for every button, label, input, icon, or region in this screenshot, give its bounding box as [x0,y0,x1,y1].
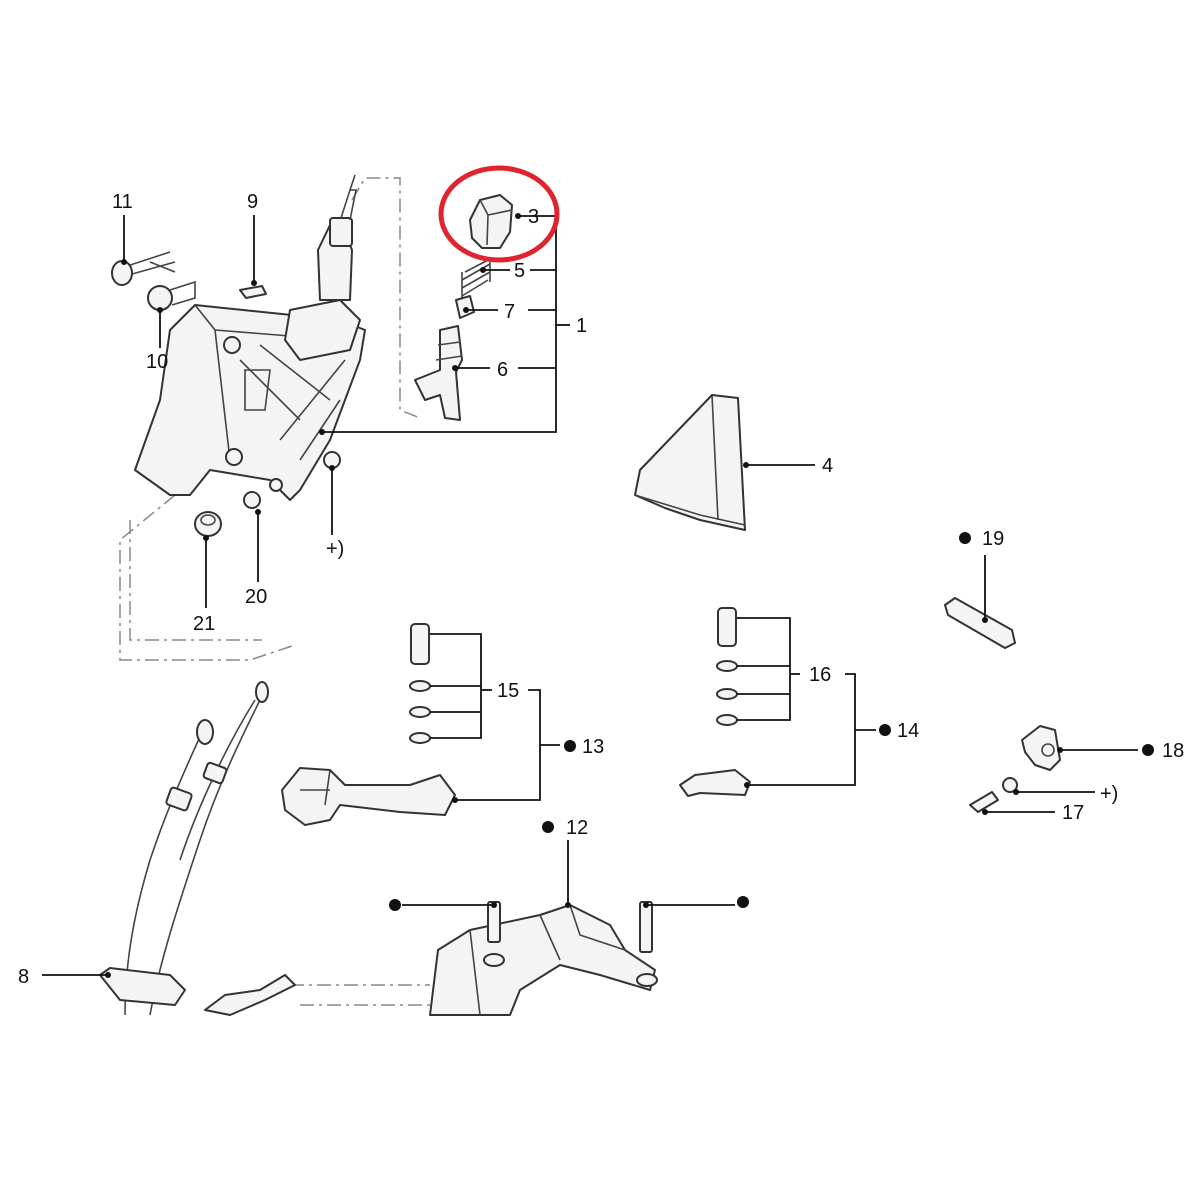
clip-9 [239,285,267,299]
callout-9: 9 [247,191,258,213]
bushing-10 [147,280,196,311]
callout-18: 18 [1162,740,1184,762]
spring-5 [461,257,493,298]
callout-1: 1 [576,315,587,337]
callout-8: 8 [18,966,29,988]
callout-15: 15 [497,680,519,702]
callout-14: 14 [897,720,919,742]
callout-5: 5 [514,260,525,282]
callout-11: 11 [112,191,133,213]
highlight-circle [438,165,560,263]
callout-plus-b: +) [1100,783,1118,805]
collar-7 [455,295,475,319]
shifter-housing [134,174,366,501]
bracket-clip-11 [111,251,176,286]
grommet-21 [194,511,222,537]
selector-lever-13 [281,767,456,826]
callout-17: 17 [1062,802,1084,824]
callout-plus-a: +) [326,538,344,560]
washer-20 [243,491,261,509]
leader-end-dots [105,213,1154,978]
lever-14 [679,769,751,797]
pin-set-16 [716,607,738,726]
shift-cables-8 [99,681,296,1016]
lever-18 [1021,725,1061,771]
callout-7: 7 [504,301,515,323]
callout-10: 10 [146,351,168,373]
pin-set-15 [409,623,431,744]
gear-boot-4 [634,394,746,531]
callout-12: 12 [566,817,588,839]
callout-13: 13 [582,736,604,758]
lever-bottom-6 [414,325,463,421]
shift-knob-3 [469,194,513,249]
connecting-rod-19 [944,597,1016,649]
callout-4: 4 [822,455,833,477]
callout-6: 6 [497,359,508,381]
callout-3: 3 [528,206,539,228]
callout-16: 16 [809,664,831,686]
callout-labels: 3 5 7 1 6 4 11 9 10 21 20 +) 19 15 13 16… [18,191,1184,988]
pin-17 [969,791,999,813]
callout-20: 20 [245,586,267,608]
callout-21: 21 [193,613,215,635]
callout-19: 19 [982,528,1004,550]
leader-lines [42,215,1138,976]
assembly-guide-lines [119,177,430,1006]
nut-plus-18 [1002,777,1018,793]
base-bracket-12 [429,901,658,1016]
